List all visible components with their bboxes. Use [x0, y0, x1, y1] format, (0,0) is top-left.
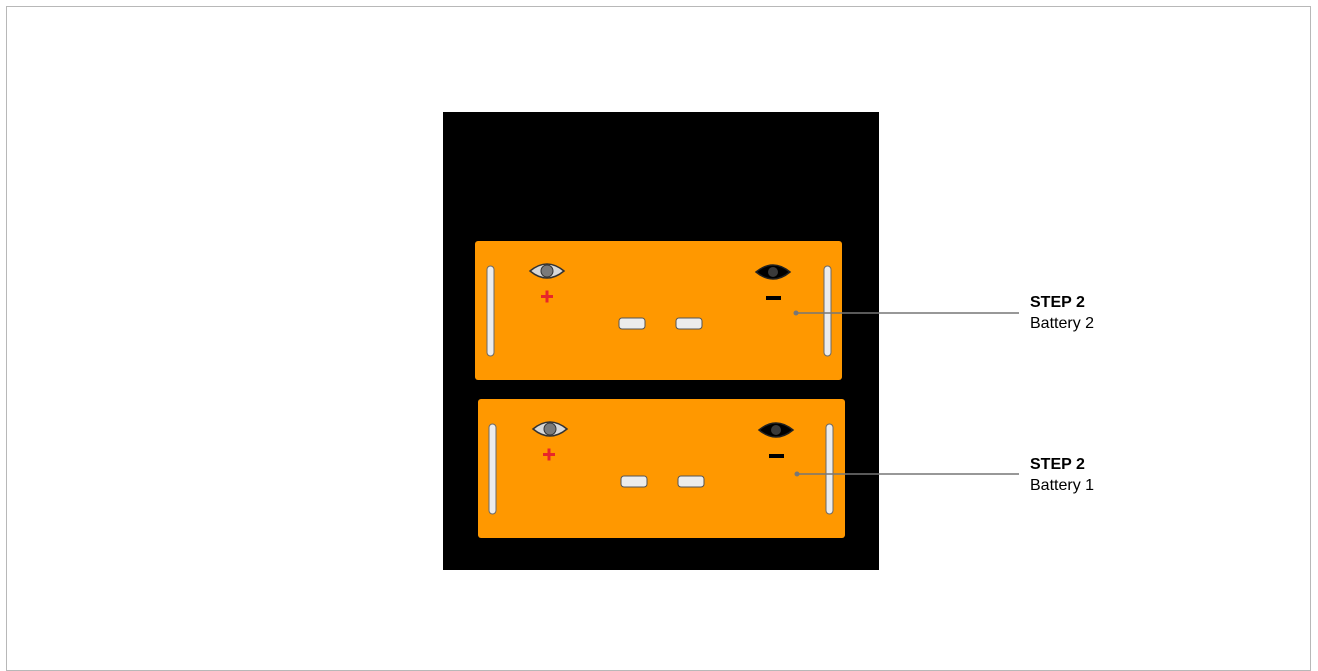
battery-2-body	[475, 241, 842, 380]
battery-2-negative-minus-icon	[766, 296, 781, 300]
battery-1-port-right	[677, 475, 705, 488]
battery-1-positive-plus-icon	[543, 448, 555, 461]
callout-battery-name: Battery 2	[1030, 315, 1095, 332]
callout-battery-2: STEP 2 Battery 2	[1030, 293, 1094, 334]
battery-1-port-left	[620, 475, 648, 488]
battery-1-left-handle	[488, 423, 497, 515]
battery-2-positive-plus-icon	[541, 290, 553, 303]
callout-battery-name: Battery 1	[1030, 477, 1095, 494]
battery-2-port-left	[618, 317, 646, 330]
leader-line-battery-2	[793, 310, 1019, 316]
battery-1-negative-terminal-icon	[757, 422, 795, 438]
callout-step-label: STEP 2	[1030, 294, 1085, 311]
callout-step-label: STEP 2	[1030, 456, 1085, 473]
leader-line-battery-1	[794, 471, 1019, 477]
battery-2-positive-terminal-icon	[528, 263, 566, 279]
battery-1-positive-terminal-icon	[531, 421, 569, 437]
battery-1-body	[478, 399, 845, 538]
battery-2-right-handle	[823, 265, 832, 357]
battery-1-right-handle	[825, 423, 834, 515]
battery-1	[478, 399, 845, 538]
battery-2-port-right	[675, 317, 703, 330]
battery-2-negative-terminal-icon	[754, 264, 792, 280]
battery-2-left-handle	[486, 265, 495, 357]
callout-battery-1: STEP 2 Battery 1	[1030, 455, 1094, 496]
battery-1-negative-minus-icon	[769, 454, 784, 458]
battery-2	[475, 241, 842, 380]
